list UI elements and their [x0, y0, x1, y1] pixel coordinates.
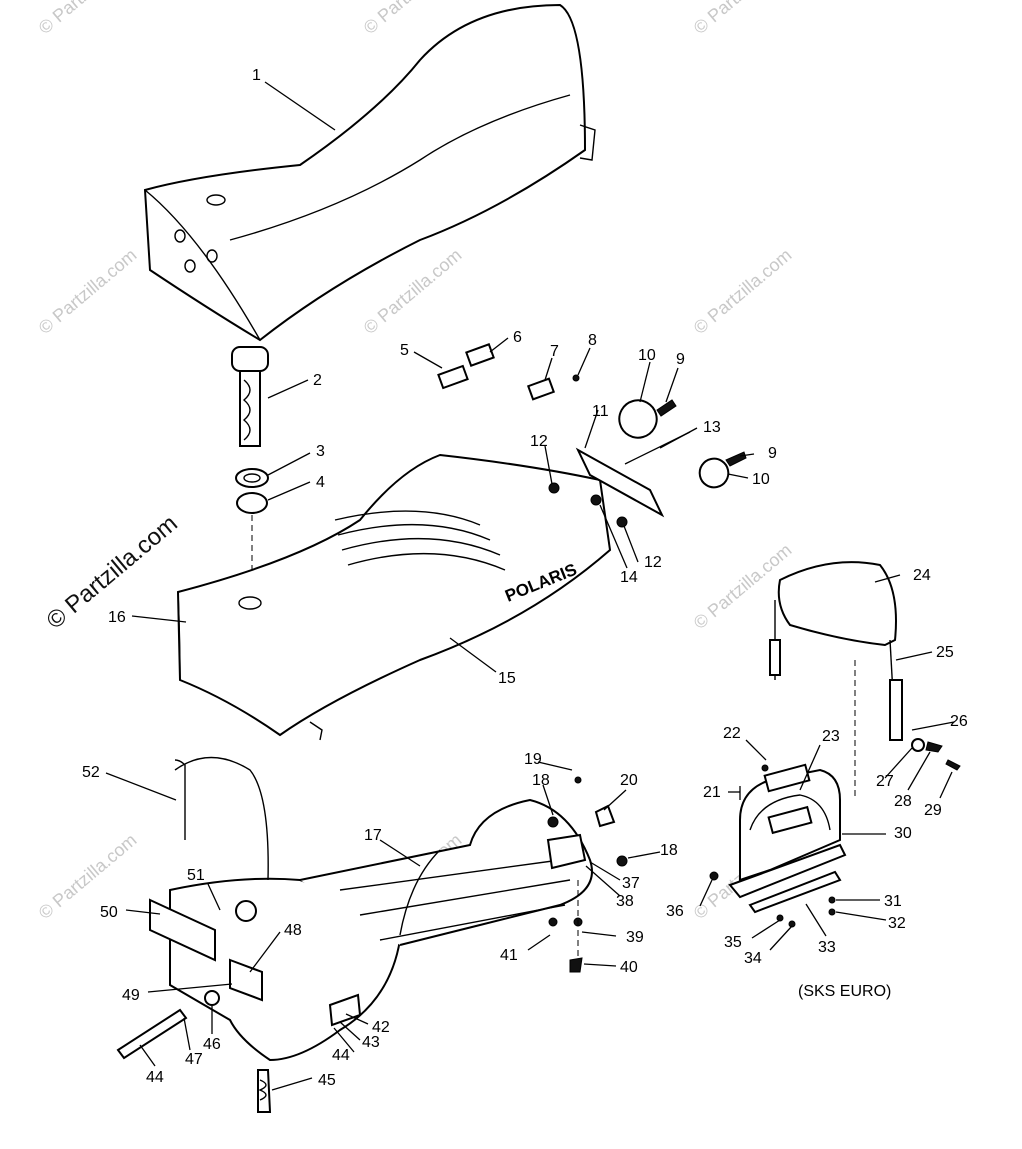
- callout-9b: 9: [768, 445, 777, 462]
- callout-52: 52: [82, 764, 100, 781]
- callout-28: 28: [894, 793, 912, 810]
- callout-27: 27: [876, 773, 894, 790]
- seat-cushion: [143, 3, 596, 342]
- callout-42: 42: [372, 1019, 390, 1036]
- callout-49: 49: [122, 987, 140, 1004]
- callout-51: 51: [187, 867, 205, 884]
- callout-47: 47: [185, 1051, 203, 1068]
- callout-33: 33: [818, 939, 836, 956]
- callout-14: 14: [620, 569, 638, 586]
- callout-44b: 44: [332, 1047, 350, 1064]
- callout-25: 25: [936, 644, 954, 661]
- callout-36: 36: [666, 903, 684, 920]
- callout-1: 1: [252, 67, 261, 84]
- callout-32: 32: [888, 915, 906, 932]
- callout-4: 4: [316, 474, 325, 491]
- callout-41: 41: [500, 947, 518, 964]
- callout-labels: 1 2 3 4 5 6 7 8 9 10 11 12 13 14 15 16 1…: [82, 67, 968, 1089]
- callout-48: 48: [284, 922, 302, 939]
- callout-44: 44: [146, 1069, 164, 1086]
- callout-3: 3: [316, 443, 325, 460]
- callout-37: 37: [622, 875, 640, 892]
- callout-19: 19: [524, 751, 542, 768]
- callout-8: 8: [588, 332, 597, 349]
- fuel-tank: [116, 756, 628, 1113]
- callout-35: 35: [724, 934, 742, 951]
- callout-50: 50: [100, 904, 118, 921]
- watermark: © Partzilla.com: [35, 245, 141, 338]
- callout-46: 46: [203, 1036, 221, 1053]
- callout-5: 5: [400, 342, 409, 359]
- callout-18b: 18: [660, 842, 678, 859]
- callout-39: 39: [626, 929, 644, 946]
- watermark: © Partzilla.com: [360, 0, 466, 38]
- callout-7: 7: [550, 343, 559, 360]
- callout-24: 24: [913, 567, 931, 584]
- callout-17: 17: [364, 827, 382, 844]
- callout-26: 26: [950, 713, 968, 730]
- watermark: © Partzilla.com: [35, 0, 141, 38]
- callout-45: 45: [318, 1072, 336, 1089]
- callout-38: 38: [616, 893, 634, 910]
- callout-12: 12: [530, 433, 548, 450]
- callout-20: 20: [620, 772, 638, 789]
- callout-34: 34: [744, 950, 762, 967]
- callout-11: 11: [592, 403, 609, 420]
- callout-30: 30: [894, 825, 912, 842]
- callout-15: 15: [498, 670, 516, 687]
- callout-6: 6: [513, 329, 522, 346]
- watermark: © Partzilla.com: [35, 830, 141, 923]
- callout-13: 13: [703, 419, 721, 436]
- callout-10b: 10: [752, 471, 770, 488]
- callout-18: 18: [532, 772, 550, 789]
- fuel-cap-assembly: [231, 346, 269, 690]
- callout-23: 23: [822, 728, 840, 745]
- watermark: © Partzilla.com: [690, 245, 796, 338]
- backrest-bracket: [709, 763, 847, 928]
- callout-2: 2: [313, 372, 322, 389]
- seat-base: POLARIS: [176, 453, 612, 741]
- watermark: © Partzilla.com: [690, 0, 796, 38]
- backrest: [769, 561, 961, 800]
- callout-22: 22: [723, 725, 741, 742]
- callout-12b: 12: [644, 554, 662, 571]
- callout-40: 40: [620, 959, 638, 976]
- variant-note: (SKS EURO): [798, 983, 891, 1000]
- callout-10: 10: [638, 347, 656, 364]
- callout-43: 43: [362, 1034, 380, 1051]
- callout-9: 9: [676, 351, 685, 368]
- leader-lines: [105, 81, 955, 1091]
- callout-29: 29: [924, 802, 942, 819]
- callout-31: 31: [884, 893, 902, 910]
- callout-16: 16: [108, 609, 126, 626]
- callout-21: 21: [703, 784, 721, 801]
